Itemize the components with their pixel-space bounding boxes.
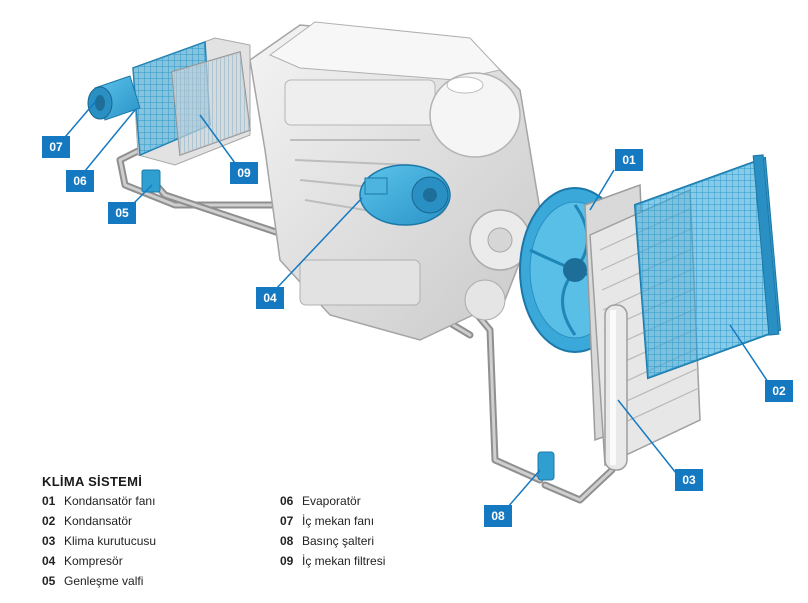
legend-item-label: Evaporatör: [302, 494, 361, 508]
legend-item-label: Kompresör: [64, 554, 123, 568]
interior-blower-fan: [87, 75, 141, 121]
legend-item: 06 Evaporatör: [280, 494, 385, 514]
legend-item-label: Basınç şalteri: [302, 534, 375, 548]
callout-02: 02: [765, 380, 793, 402]
callout-08: 08: [484, 505, 512, 527]
legend-item: 01 Kondansatör fanı: [42, 494, 156, 514]
legend-item-number: 05: [42, 574, 56, 588]
expansion-valve: [141, 169, 161, 193]
legend-item: 08 Basınç şalteri: [280, 534, 385, 554]
legend-item: 05 Genleşme valfi: [42, 574, 156, 594]
legend-item-number: 08: [280, 534, 294, 548]
legend-item-label: Genleşme valfi: [64, 574, 144, 588]
callout-04: 04: [256, 287, 284, 309]
legend-item-label: Klima kurutucusu: [64, 534, 157, 548]
legend-item-label: Kondansatör: [64, 514, 133, 528]
legend-item-number: 06: [280, 494, 294, 508]
callout-03: 03: [675, 469, 703, 491]
legend-title: KLİMA SİSTEMİ: [42, 474, 143, 489]
legend-item: 07 İç mekan fanı: [280, 514, 385, 534]
leader-lines: [59, 101, 771, 509]
cabin-filter: [171, 51, 251, 157]
legend-item: 03 Klima kurutucusu: [42, 534, 156, 554]
receiver-drier: [604, 304, 628, 471]
legend-item-number: 03: [42, 534, 56, 548]
callout-07: 07: [42, 136, 70, 158]
legend-item-number: 09: [280, 554, 294, 568]
callout-05: 05: [108, 202, 136, 224]
legend-column-left: 01 Kondansatör fanı 02 Kondansatör 03 Klima…: [42, 494, 156, 594]
legend-item: 09 İç mekan filtresi: [280, 554, 385, 574]
legend-column-right: 06 Evaporatör 07 İç mekan fanı 08 Basınç şa…: [280, 494, 385, 574]
condenser: [633, 154, 782, 380]
legend-item-number: 01: [42, 494, 56, 508]
callout-06: 06: [66, 170, 94, 192]
callout-09: 09: [230, 162, 258, 184]
callout-01: 01: [615, 149, 643, 171]
compressor: [359, 164, 451, 226]
legend-item-number: 07: [280, 514, 294, 528]
legend-item-number: 04: [42, 554, 56, 568]
pressure-switch: [537, 451, 555, 481]
legend-item-label: İç mekan fanı: [302, 514, 375, 528]
legend-item-label: Kondansatör fanı: [64, 494, 156, 508]
legend-item-label: İç mekan filtresi: [302, 554, 386, 568]
legend-item-number: 02: [42, 514, 56, 528]
legend-item: 04 Kompresör: [42, 554, 156, 574]
legend-item: 02 Kondansatör: [42, 514, 156, 534]
